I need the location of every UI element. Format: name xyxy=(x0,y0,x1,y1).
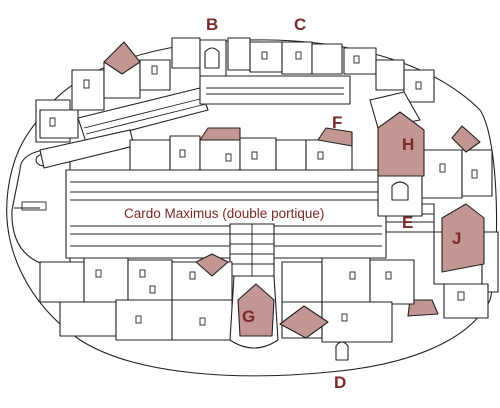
highlighted-roof-right-lower xyxy=(407,299,439,317)
highlighted-roof-bottom-left xyxy=(195,253,229,277)
highlighted-roof-top-right xyxy=(451,125,481,153)
label-B: B xyxy=(206,15,218,34)
label-J: J xyxy=(452,229,461,248)
label-F: F xyxy=(332,113,342,132)
top-buildings xyxy=(35,37,435,143)
bottom-buildings xyxy=(39,257,415,361)
cardo-caption: Cardo Maximus (double portique) xyxy=(124,206,324,221)
central-steps xyxy=(229,223,275,277)
oval-plaza xyxy=(11,129,135,269)
middle-buildings xyxy=(129,135,353,173)
highlighted-roof-bottom-center xyxy=(279,305,329,339)
highlighted-roof-middle-right xyxy=(317,127,353,147)
highlighted-roof-middle-left xyxy=(199,127,241,141)
label-G: G xyxy=(242,307,255,326)
label-D: D xyxy=(334,373,346,392)
highlighted-building-G xyxy=(237,283,275,337)
label-E: E xyxy=(402,213,413,232)
highlighted-building-J xyxy=(441,203,485,273)
upper-colonnade-street xyxy=(77,75,351,143)
label-H: H xyxy=(402,135,414,154)
highlighted-roof-top-left xyxy=(103,41,141,75)
highlighted-building-H xyxy=(377,111,425,177)
label-C: C xyxy=(294,15,306,34)
